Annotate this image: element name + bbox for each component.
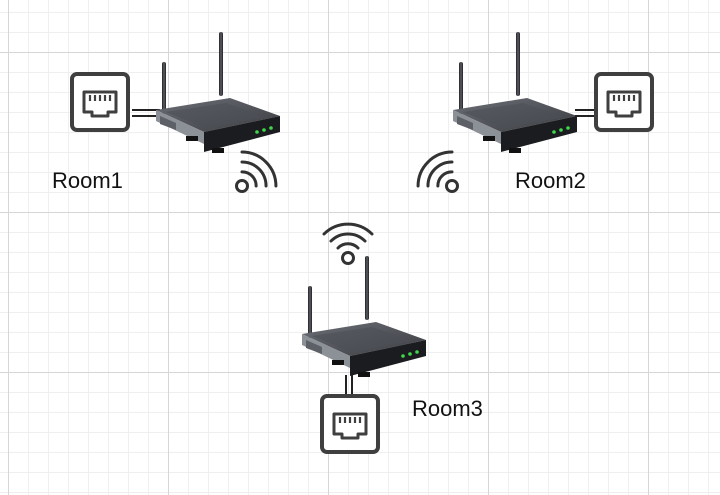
wireless-router-icon[interactable]	[453, 32, 577, 153]
room1-group	[70, 32, 285, 209]
wireless-router-icon[interactable]	[302, 256, 426, 377]
ethernet-cable	[132, 109, 160, 117]
room3-label: Room3	[412, 396, 483, 421]
wifi-signal-icon	[409, 143, 475, 209]
ethernet-port-icon[interactable]	[320, 394, 380, 454]
wifi-signal-icon	[219, 143, 285, 209]
room2-label: Room2	[515, 168, 586, 193]
wifi-signal-icon	[322, 222, 374, 265]
room1-label: Room1	[52, 168, 123, 193]
wireless-router-icon[interactable]	[156, 32, 280, 153]
ethernet-cable	[345, 375, 353, 396]
room2-group	[409, 32, 654, 209]
ethernet-cable	[575, 109, 596, 117]
ethernet-port-icon[interactable]	[70, 72, 130, 132]
ethernet-port-icon[interactable]	[594, 72, 654, 132]
room3-group	[302, 222, 426, 454]
